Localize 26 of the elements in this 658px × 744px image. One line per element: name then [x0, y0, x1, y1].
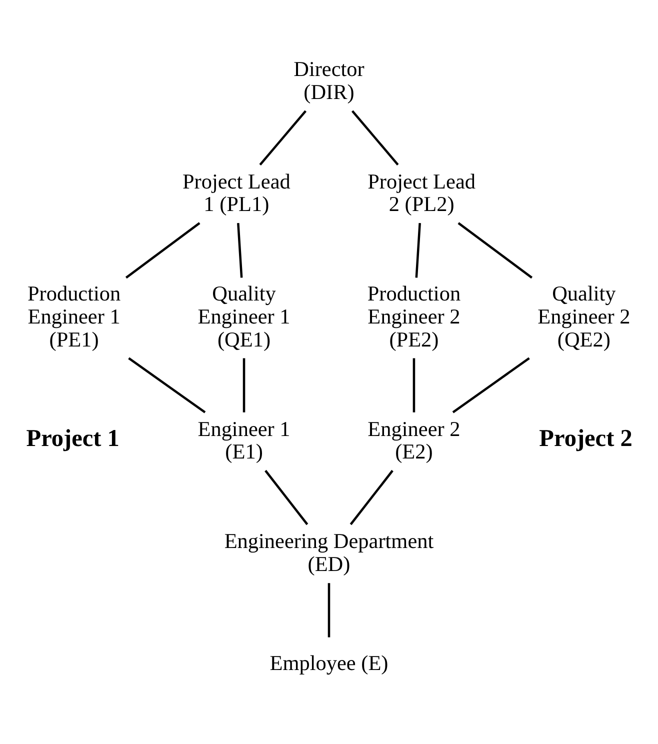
node-text: Director (DIR): [294, 56, 364, 104]
connector: [128, 356, 206, 413]
node-text: Production Engineer 1 (PE1): [27, 281, 121, 351]
connector: [259, 110, 307, 165]
node-text: Employee (E): [270, 650, 388, 675]
node-text: Engineer 2 (E2): [368, 416, 460, 464]
connector: [412, 358, 416, 412]
connector: [328, 582, 330, 637]
node-text: Project Lead 1 (PL1): [182, 168, 290, 216]
label: Project 1: [26, 424, 120, 452]
connector: [351, 110, 399, 165]
connector: [452, 356, 530, 413]
connector: [350, 469, 394, 525]
connector: [264, 469, 308, 525]
label: Project 2: [539, 424, 632, 452]
connector: [415, 222, 421, 278]
node-text: Engineering Department (ED): [224, 528, 434, 576]
connector: [458, 222, 533, 278]
node-text: Project Lead 2 (PL2): [368, 168, 476, 216]
connector: [125, 222, 200, 278]
connector: [242, 358, 246, 412]
node-text: Production Engineer 2 (PE2): [367, 281, 461, 351]
node-text: Engineer 1 (E1): [198, 416, 290, 464]
node-text: Quality Engineer 1 (QE1): [198, 281, 290, 351]
connector: [237, 222, 243, 278]
node-text: Quality Engineer 2 (QE2): [538, 281, 630, 351]
